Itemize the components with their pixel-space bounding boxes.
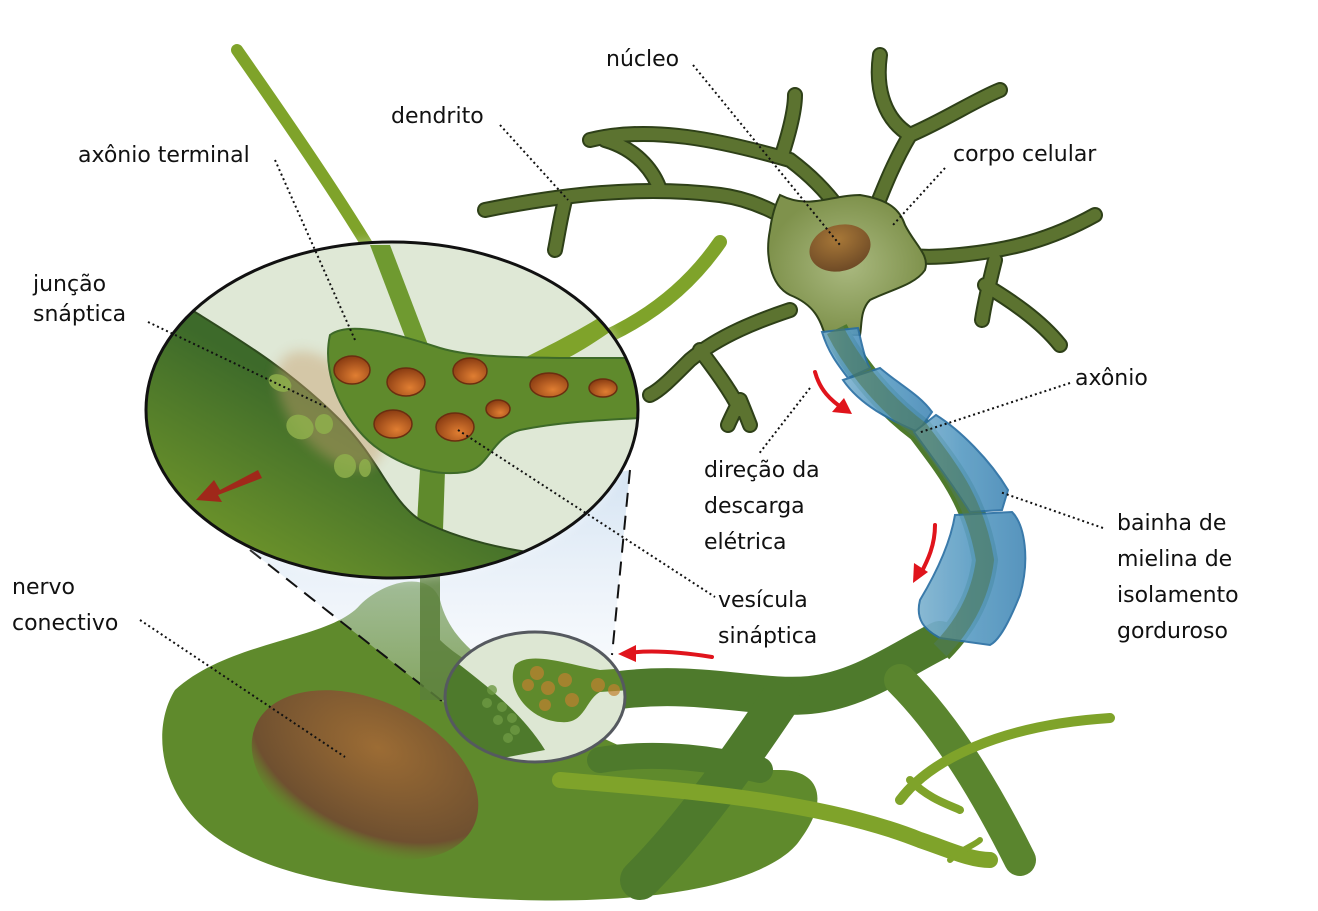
synapse-small-circle <box>443 630 627 764</box>
cell-body <box>767 193 927 336</box>
label-nervo-line1: nervo <box>12 575 76 600</box>
label-juncao-sinaptica: junção snáptica <box>33 270 126 330</box>
label-direcao-descarga: direção da descarga elétrica <box>704 453 820 561</box>
label-nucleo-text: núcleo <box>606 47 680 72</box>
label-corpo-celular: corpo celular <box>953 140 1096 170</box>
label-direcao-line3: elétrica <box>704 530 787 555</box>
label-bainha-line4: gorduroso <box>1117 619 1228 644</box>
label-bainha-line1: bainha de <box>1117 511 1227 536</box>
nerve-nucleus <box>251 690 479 860</box>
label-axonio-terminal-text: axônio terminal <box>78 143 250 168</box>
label-nucleo: núcleo <box>606 45 679 75</box>
label-vesicula-line2: sináptica <box>718 624 818 649</box>
label-direcao-line2: descarga <box>704 494 805 519</box>
direction-arrow-3 <box>626 649 714 659</box>
label-dendrito-text: dendrito <box>391 104 484 129</box>
zoom-line-right <box>611 469 631 656</box>
synapse-zoom-circle <box>144 240 640 580</box>
label-axonio-text: axônio <box>1075 366 1148 391</box>
axon-branches <box>552 621 1115 900</box>
label-bainha-line2: mielina de <box>1117 547 1233 572</box>
label-juncao-line2: snáptica <box>33 302 127 327</box>
label-vesicula-line1: vesícula <box>718 588 808 613</box>
leader-lines <box>139 64 1104 758</box>
label-bainha-line3: isolamento <box>1117 583 1239 608</box>
label-axonio-terminal: axônio terminal <box>78 141 250 171</box>
synaptic-vesicles <box>333 355 618 442</box>
label-dendrito: dendrito <box>391 102 484 132</box>
zoom-line-left <box>249 549 448 706</box>
myelin-sheath <box>820 324 1027 660</box>
label-nervo-conectivo: nervo conectivo <box>12 570 118 642</box>
signal-arrow-dark <box>196 470 262 502</box>
direction-arrow-2 <box>918 523 937 577</box>
nucleus <box>809 224 871 272</box>
label-direcao-line1: direção da <box>704 458 820 483</box>
label-corpo-celular-text: corpo celular <box>953 142 1097 167</box>
label-bainha-mielina: bainha de mielina de isolamento gorduros… <box>1117 506 1239 650</box>
label-vesicula-sinaptica: vesícula sináptica <box>718 583 817 655</box>
label-axonio: axônio <box>1075 364 1148 394</box>
label-juncao-line1: junção <box>33 272 107 297</box>
label-nervo-line2: conectivo <box>12 611 119 636</box>
